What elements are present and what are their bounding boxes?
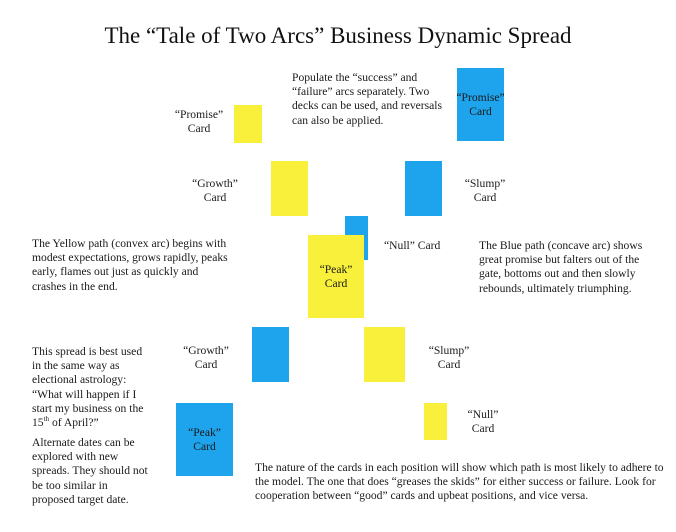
label-line2: Card xyxy=(471,422,495,435)
yellow-null-card xyxy=(424,403,447,440)
yellow-growth-label: “Growth” Card xyxy=(184,177,246,205)
intro-note: Populate the “success” and “failure” arc… xyxy=(292,71,443,127)
alternate-note: Alternate dates can be explored with new… xyxy=(32,436,148,506)
blue-path-description: The Blue path (concave arc) shows great … xyxy=(479,239,643,295)
label-line1: “Peak” xyxy=(319,262,353,276)
label-line2: Card xyxy=(469,104,492,118)
yellow-promise-label: “Promise” Card xyxy=(168,108,230,136)
label-line2: Card xyxy=(203,191,227,204)
label-line1: “Slump” xyxy=(464,177,506,190)
yellow-null-label: “Null” Card xyxy=(458,408,508,436)
yellow-slump-card xyxy=(364,327,405,382)
blue-null-label: “Null” Card xyxy=(384,239,441,252)
label-line2: Card xyxy=(473,191,497,204)
label-line2: Card xyxy=(193,439,216,453)
yellow-slump-label: “Slump” Card xyxy=(418,344,480,372)
label-line1: “Growth” xyxy=(192,177,238,190)
label-line2: Card xyxy=(324,276,348,290)
yellow-growth-card xyxy=(271,161,308,216)
blue-slump-card xyxy=(405,161,442,216)
yellow-path-description: The Yellow path (convex arc) begins with… xyxy=(32,237,228,293)
usage-note-text-end: of April?” xyxy=(49,416,99,430)
usage-note-sup: th xyxy=(43,415,50,424)
blue-growth-label: “Growth” Card xyxy=(175,344,237,372)
label-line1: “Slump” xyxy=(428,344,470,357)
label-line2: Card xyxy=(194,358,218,371)
label-line1: “Promise” xyxy=(456,90,505,104)
yellow-promise-card xyxy=(234,105,262,143)
label-line2: Card xyxy=(187,122,211,135)
label-line1: “Growth” xyxy=(183,344,229,357)
label-line1: “Peak” xyxy=(188,425,221,439)
page-title: The “Tale of Two Arcs” Business Dynamic … xyxy=(104,23,572,48)
closing-note: The nature of the cards in each position… xyxy=(255,461,664,503)
label-line1: “Null” xyxy=(467,408,499,421)
usage-note: This spread is best used in the same way… xyxy=(32,345,150,430)
label-line1: “Promise” xyxy=(174,108,224,121)
blue-promise-card: “Promise” Card xyxy=(456,68,505,141)
blue-slump-label: “Slump” Card xyxy=(454,177,516,205)
blue-growth-card xyxy=(252,327,289,382)
label-line2: Card xyxy=(437,358,461,371)
usage-note-text: This spread is best used in the same way… xyxy=(32,345,144,430)
yellow-peak-card: “Peak” Card xyxy=(308,235,364,318)
blue-peak-card: “Peak” Card xyxy=(176,403,233,476)
